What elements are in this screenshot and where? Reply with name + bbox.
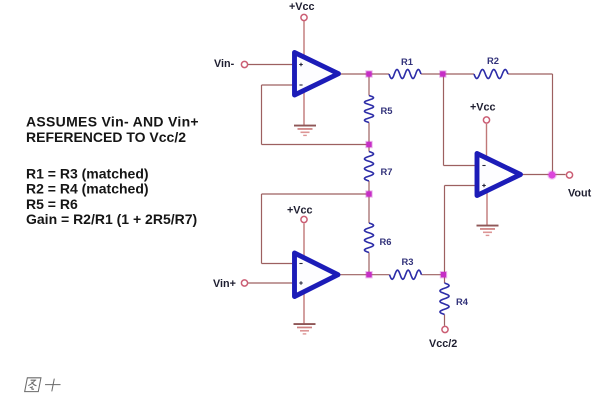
svg-text:R2 = R4 (matched): R2 = R4 (matched) [26,181,149,197]
svg-text:+Vcc: +Vcc [289,1,315,13]
svg-text:Gain = R2/R1 (1 + 2R5/R7): Gain = R2/R1 (1 + 2R5/R7) [26,211,197,227]
svg-text:R4: R4 [456,296,469,307]
svg-text:Vin+: Vin+ [213,278,236,290]
svg-text:+Vcc: +Vcc [470,101,496,113]
svg-text:R1 = R3 (matched): R1 = R3 (matched) [26,165,149,181]
svg-text:R6: R6 [380,236,392,247]
svg-text:R5: R5 [381,105,393,116]
svg-text:R5 = R6: R5 = R6 [26,196,78,212]
svg-text:+Vcc: +Vcc [287,204,313,216]
svg-text:R7: R7 [381,166,393,177]
svg-text:REFERENCED TO Vcc/2: REFERENCED TO Vcc/2 [26,129,186,145]
svg-text:R3: R3 [402,256,414,267]
svg-text:R1: R1 [401,56,413,67]
svg-text:R2: R2 [487,55,499,66]
svg-text:ASSUMES Vin- AND Vin+: ASSUMES Vin- AND Vin+ [26,114,199,130]
svg-text:Vcc/2: Vcc/2 [429,338,457,350]
svg-text:Vin-: Vin- [214,58,235,70]
svg-text:Vout: Vout [568,187,592,199]
